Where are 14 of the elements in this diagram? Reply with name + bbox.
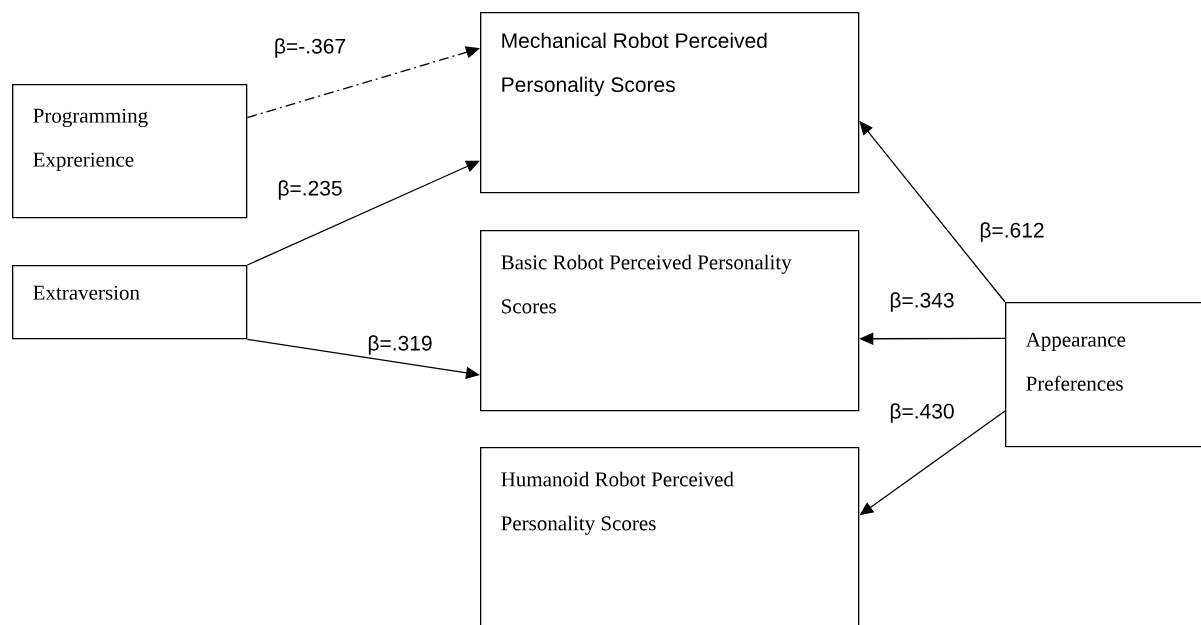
edge-label: β=.430: [888, 402, 956, 424]
arrow: [246, 160, 480, 266]
node-box: Humanoid Robot Perceived Personality Scores: [480, 447, 860, 625]
arrow: [246, 46, 480, 119]
edge-label: β=-.367: [272, 37, 348, 59]
node-box: Mechanical Robot Perceived Personality Scores: [480, 12, 860, 194]
edge-label: β=.612: [978, 221, 1046, 243]
edge-label: β=.343: [888, 291, 956, 313]
node-box: Appearance Preferences: [1005, 302, 1201, 448]
node-box: Extraversion: [12, 265, 248, 340]
edge-label: β=.319: [366, 334, 434, 356]
node-box: Basic Robot Perceived Personality Scores: [480, 230, 860, 412]
edge-label: β=.235: [276, 179, 344, 201]
node-box: Programming Exprerience: [12, 84, 248, 219]
